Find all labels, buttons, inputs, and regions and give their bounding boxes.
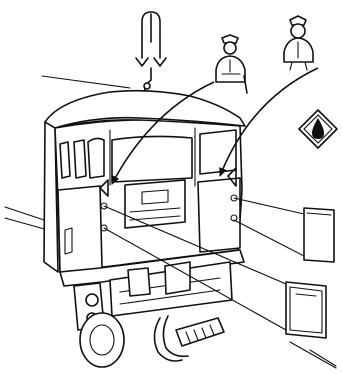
vehicle-body [44,91,245,272]
crane-hook-icon [136,12,166,94]
removed-panel-lower [286,282,326,338]
removed-panel-upper [304,208,334,262]
oil-drop-diamond-icon [299,110,337,148]
person-icon [284,16,313,70]
person-icon [216,35,247,93]
